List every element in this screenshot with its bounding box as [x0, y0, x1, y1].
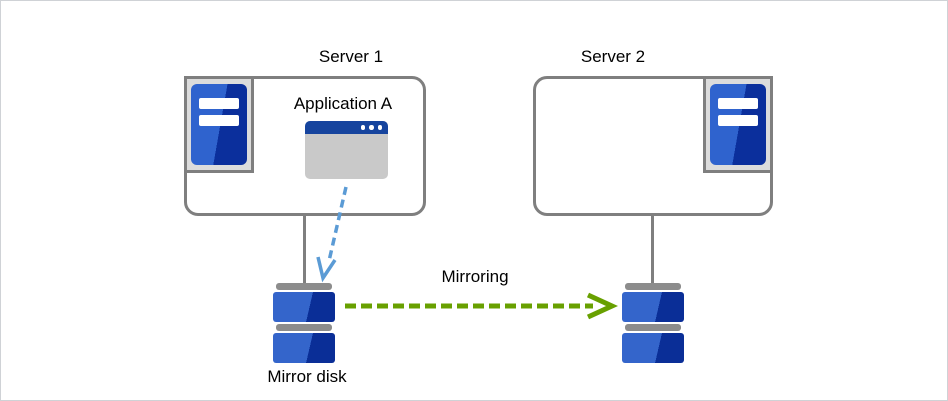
- disk-platter: [273, 333, 335, 363]
- server2-label: Server 2: [580, 47, 646, 66]
- mirror-disk-icon: [273, 283, 335, 363]
- titlebar-dot: [360, 125, 365, 130]
- application-label: Application A: [293, 94, 393, 113]
- disk-platter: [622, 292, 684, 322]
- titlebar-dot: [377, 125, 382, 130]
- app-window-icon: [305, 121, 388, 179]
- server2-tower-tray: [703, 76, 773, 173]
- disk-platter: [622, 333, 684, 363]
- mirror-disk-icon: [622, 283, 684, 363]
- server-tower-icon: [710, 84, 766, 165]
- tower-slot-bar: [718, 98, 758, 109]
- server-tower-icon: [191, 84, 247, 165]
- mirror-disk-label: Mirror disk: [267, 367, 347, 386]
- server1-label: Server 1: [318, 47, 384, 66]
- titlebar-dot: [369, 125, 374, 130]
- tower-slot-bar: [199, 115, 239, 126]
- server1-tower-tray: [184, 76, 254, 173]
- mirroring-arrow: [345, 292, 619, 320]
- disk-platter: [273, 292, 335, 322]
- disk-cap: [276, 324, 332, 331]
- mirroring-label: Mirroring: [441, 267, 509, 286]
- server1-disk-connector: [303, 213, 306, 284]
- disk-cap: [276, 283, 332, 290]
- app-window-titlebar: [305, 121, 388, 134]
- tower-slot-bar: [199, 98, 239, 109]
- disk-cap: [625, 283, 681, 290]
- disk-cap: [625, 324, 681, 331]
- tower-slot-bar: [718, 115, 758, 126]
- server2-disk-connector: [651, 213, 654, 284]
